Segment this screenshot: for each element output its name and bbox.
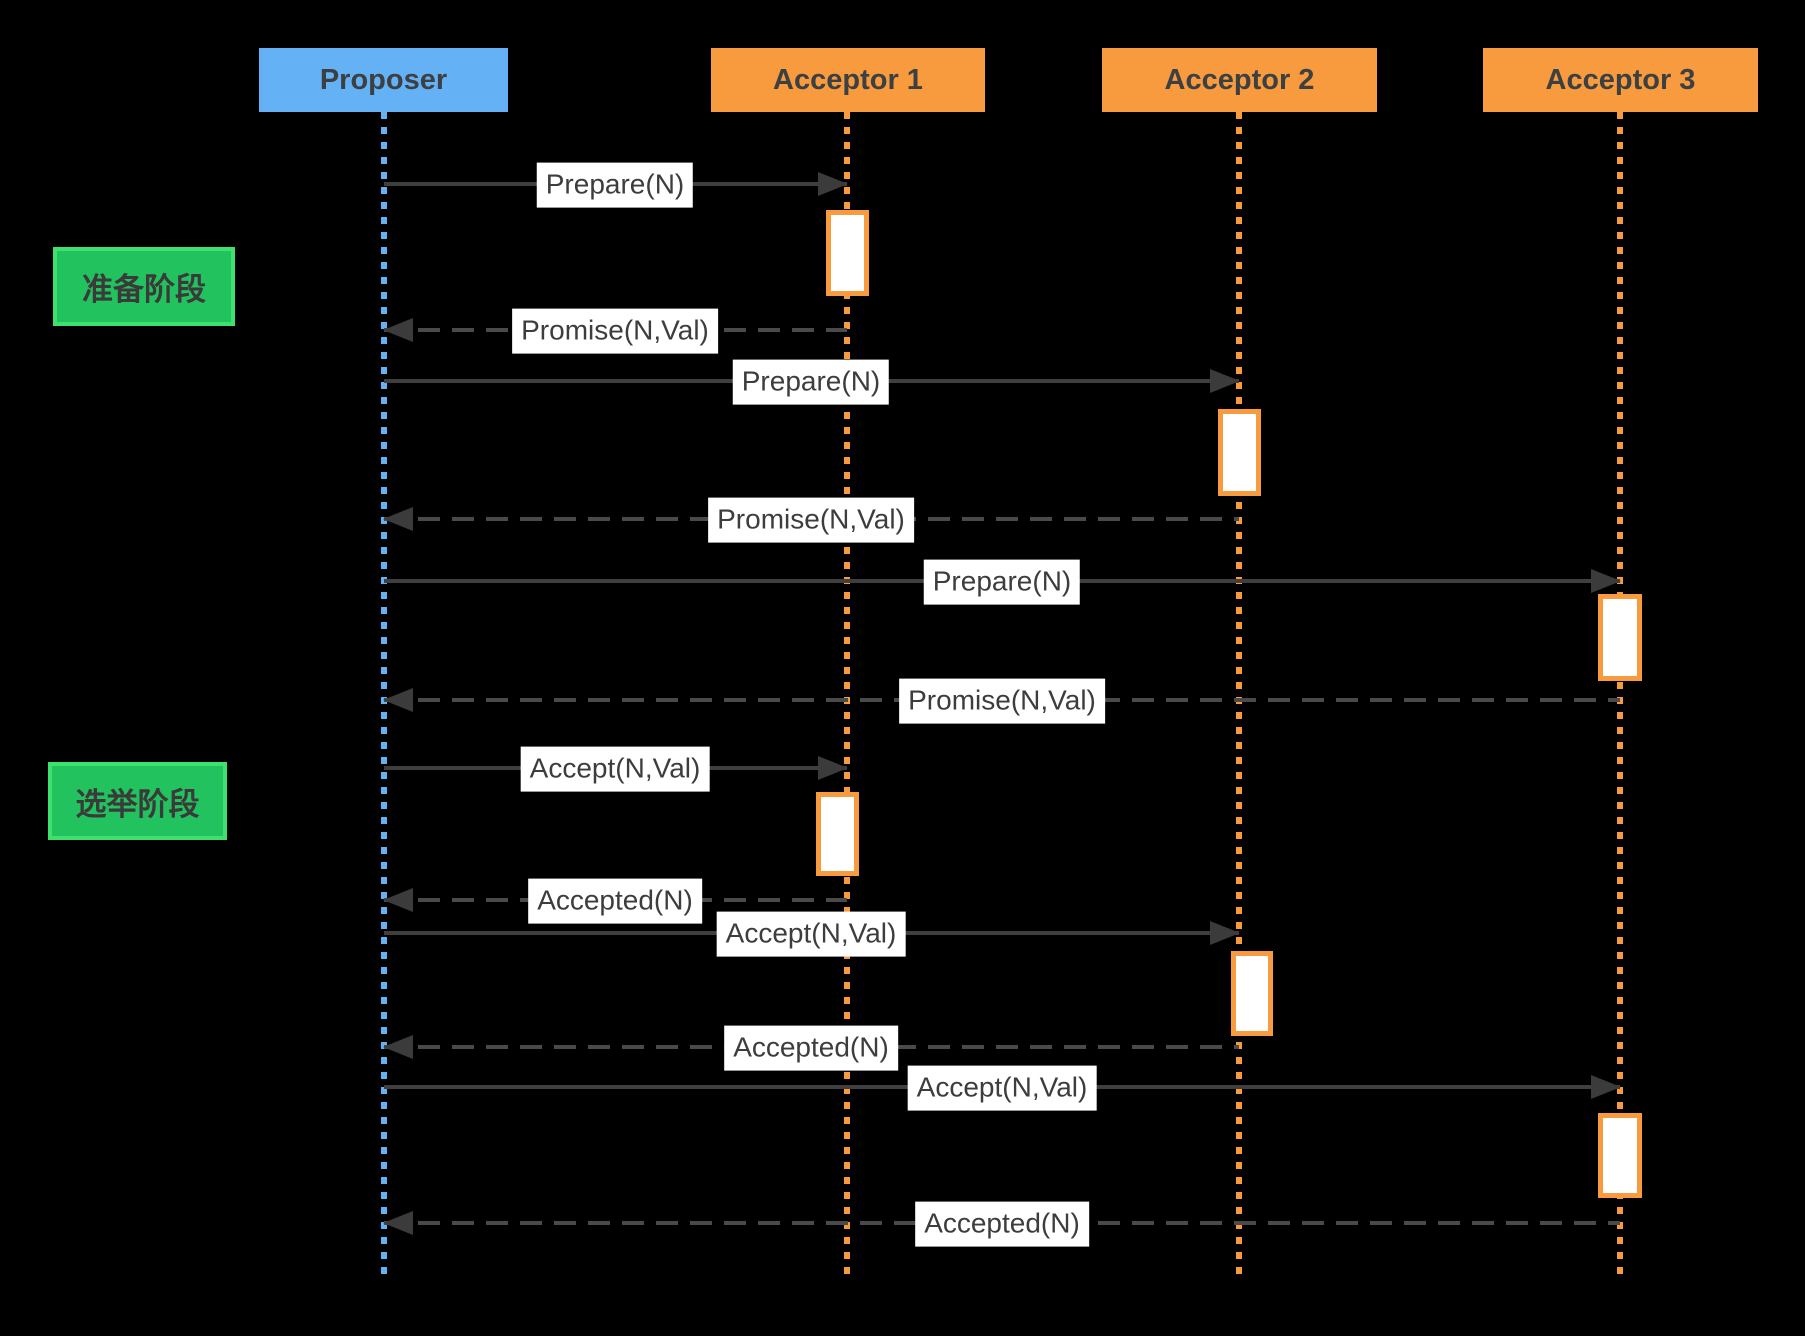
- activation-acceptor1-accept: [816, 792, 859, 876]
- arrowhead-left-icon: [383, 507, 413, 531]
- arrowhead-left-icon: [383, 1211, 413, 1235]
- message-label: Promise(N,Val): [512, 308, 718, 354]
- message-label: Accept(N,Val): [520, 746, 710, 792]
- phase-label-election: 选举阶段: [48, 762, 227, 840]
- participant-label: Acceptor 2: [1164, 63, 1315, 96]
- participant-label: Proposer: [319, 63, 448, 96]
- participant-acceptor-3: Acceptor 3: [1483, 48, 1758, 112]
- participant-proposer: Proposer: [259, 48, 508, 112]
- message-label: Promise(N,Val): [899, 678, 1105, 724]
- arrowhead-right-icon: [818, 172, 848, 196]
- message-label: Accepted(N): [915, 1201, 1089, 1247]
- message-label: Promise(N,Val): [708, 497, 914, 543]
- phase-text: 选举阶段: [75, 786, 200, 822]
- message-label: Accept(N,Val): [907, 1065, 1097, 1111]
- message-label: Accepted(N): [528, 878, 702, 924]
- phase-text: 准备阶段: [82, 272, 206, 307]
- phase-label-prepare: 准备阶段: [53, 247, 235, 326]
- participant-acceptor-1: Acceptor 1: [711, 48, 985, 112]
- arrowhead-left-icon: [383, 688, 413, 712]
- participant-label: Acceptor 1: [773, 63, 923, 96]
- lifeline-acceptor-3: [1617, 112, 1623, 1277]
- lifeline-acceptor-1: [844, 112, 850, 1277]
- arrowhead-right-icon: [1591, 569, 1621, 593]
- message-label: Prepare(N): [923, 559, 1081, 605]
- arrowhead-right-icon: [1210, 369, 1240, 393]
- message-label: Prepare(N): [732, 359, 890, 405]
- arrowhead-right-icon: [1210, 921, 1240, 945]
- activation-acceptor3-prepare: [1598, 594, 1642, 681]
- activation-acceptor2-accept: [1231, 951, 1273, 1036]
- activation-acceptor3-accept: [1598, 1113, 1642, 1198]
- participant-acceptor-2: Acceptor 2: [1102, 48, 1377, 112]
- participant-label: Acceptor 3: [1545, 63, 1696, 96]
- arrowhead-right-icon: [818, 756, 848, 780]
- arrowhead-left-icon: [383, 1035, 413, 1059]
- arrowhead-right-icon: [1591, 1075, 1621, 1099]
- message-label: Accept(N,Val): [716, 911, 906, 957]
- arrowhead-left-icon: [383, 888, 413, 912]
- activation-acceptor1-prepare: [826, 210, 869, 296]
- message-label: Prepare(N): [536, 162, 694, 208]
- message-label: Accepted(N): [724, 1025, 898, 1071]
- lifeline-acceptor-2: [1236, 112, 1242, 1277]
- arrowhead-left-icon: [383, 318, 413, 342]
- activation-acceptor2-prepare: [1218, 409, 1261, 496]
